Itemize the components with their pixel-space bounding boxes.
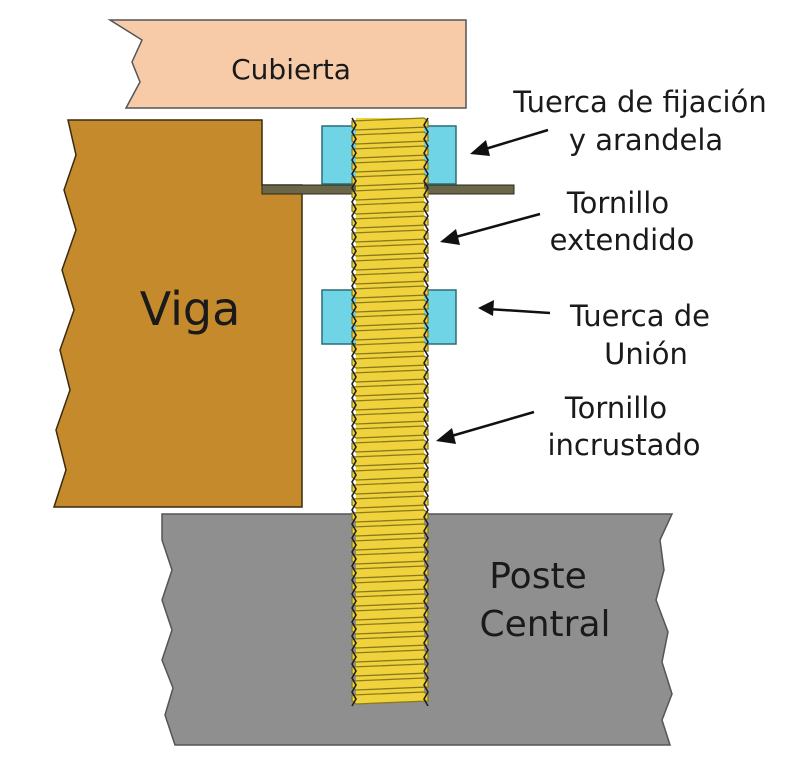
label-tuerca-union-line1: Tuerca de [569,299,710,333]
bolt-thread [351,341,429,355]
bolt-thread [351,369,429,383]
label-tuerca-fijacion-line1: Tuerca de fijación [512,85,766,119]
cubierta-shape [107,19,467,109]
bolt-thread [351,467,429,481]
label-cubierta: Cubierta [231,53,351,86]
arrow-tornillo-extendido [451,212,541,240]
arrow-tornillo-incrustado [447,410,535,439]
bolt-thread [351,649,429,663]
bolt-thread [351,159,429,173]
bolt-thread [351,201,429,215]
bolt-thread [351,481,429,495]
arrows [447,128,551,439]
arrowhead-tuerca-union [478,300,494,316]
bolt-thread [351,621,429,635]
bolt-edge [351,117,357,707]
arrowhead-tornillo-extendido [440,229,460,245]
bolt-edge [423,117,429,707]
bolt-thread [351,411,429,425]
bolt-thread [351,551,429,565]
bolt-thread [351,425,429,439]
label-viga: Viga [140,282,241,336]
bolt-thread [351,565,429,579]
bolt-thread [351,607,429,621]
bolt-thread [351,537,429,551]
arrow-tuerca-union [487,307,551,315]
bolt-thread [351,677,429,691]
arrowhead-tuerca-fijacion [470,140,490,156]
bolt-thread [351,495,429,509]
bolt-thread [351,271,429,285]
label-poste-line2: Central [479,604,610,645]
bolt-thread [351,635,429,649]
bolt-thread [351,691,429,705]
bolt-thread [351,327,429,341]
label-tornillo-extendido-line1: Tornillo [566,186,669,220]
bolt-thread [351,145,429,159]
bolt-thread [351,215,429,229]
bolt-thread [351,117,429,131]
bolt-thread [351,453,429,467]
bolt-thread [351,131,429,145]
bolt-thread [351,243,429,257]
bolt-thread [351,187,429,201]
bolt-thread [351,355,429,369]
bolt-thread [351,397,429,411]
bolt-thread [351,593,429,607]
arrowhead-tornillo-incrustado [436,428,456,444]
label-tuerca-union-line2: Unión [604,337,688,371]
label-tornillo-extendido-line2: extendido [550,223,695,257]
bolt-thread [351,439,429,453]
bolt-thread [351,523,429,537]
bolt-thread [351,257,429,271]
bolt-thread [351,663,429,677]
label-tornillo-incrustado-line1: Tornillo [564,391,667,425]
bolt-thread [351,285,429,299]
threaded-bolt [351,117,429,707]
bolt-thread [351,299,429,313]
label-poste-line1: Poste [489,556,586,597]
label-tuerca-fijacion-line2: y arandela [569,123,723,157]
bolt-thread [351,509,429,523]
arrow-tuerca-fijacion [481,128,549,152]
bolt-thread [351,313,429,327]
bolt-thread [351,383,429,397]
bolt-thread [351,173,429,187]
arrowheads [436,140,494,444]
label-tornillo-incrustado-line2: incrustado [547,428,700,462]
bolt-thread [351,229,429,243]
bolt-thread [351,579,429,593]
